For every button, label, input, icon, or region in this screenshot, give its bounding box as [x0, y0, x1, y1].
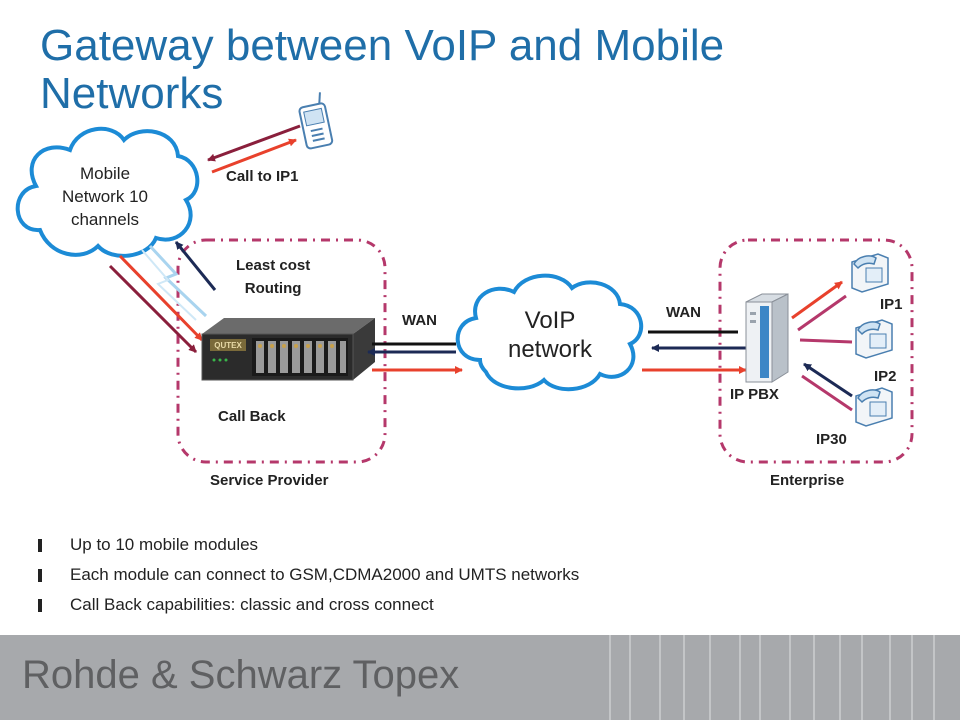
call-to-ip1-label: Call to IP1 — [226, 168, 299, 185]
cloud-to-gateway-arrow-red — [118, 254, 204, 342]
ip-pbx-icon — [745, 293, 789, 383]
feature-list: Up to 10 mobile modules Each module can … — [38, 530, 579, 620]
footer-bar: Rohde & Schwarz Topex — [0, 635, 960, 720]
wan-left-label: WAN — [402, 312, 437, 329]
ip30-to-pbx-dark-arrow — [803, 362, 853, 398]
desk-phone-ip2-icon — [855, 319, 893, 359]
list-item: Each module can connect to GSM,CDMA2000 … — [38, 560, 579, 590]
device-brand-label: QUTEX — [214, 341, 242, 350]
radio-link-icon — [148, 244, 208, 318]
footer-brand: Rohde & Schwarz Topex — [22, 653, 460, 697]
enterprise-label: Enterprise — [770, 472, 845, 489]
network-diagram: QUTEX — [15, 92, 914, 464]
wan-right-label: WAN — [666, 304, 701, 321]
bullet-marker-icon — [38, 599, 42, 612]
call-back-label: Call Back — [218, 408, 286, 425]
ip1-label: IP1 — [880, 296, 903, 313]
cloud-to-gateway-arrow-maroon — [108, 264, 198, 354]
pbx-to-ip1-red-arrow — [791, 280, 843, 320]
ip-pbx-label: IP PBX — [730, 386, 779, 403]
gateway-device: QUTEX — [201, 318, 375, 381]
service-provider-label: Service Provider — [210, 472, 329, 489]
bullet-marker-icon — [38, 569, 42, 582]
mobile-network-label: Mobile Network 10 channels — [62, 164, 148, 229]
bullet-marker-icon — [38, 539, 42, 552]
list-item: Call Back capabilities: classic and cros… — [38, 590, 579, 620]
pbx-to-ip2-line — [799, 338, 853, 344]
least-cost-arrow — [174, 241, 217, 291]
least-cost-routing-label: Least cost Routing — [236, 257, 311, 297]
mobile-phone-icon — [298, 92, 334, 150]
voip-network-label: VoIP network — [507, 307, 593, 363]
desk-phone-ip1-icon — [851, 253, 889, 293]
mobile-network-cloud — [15, 126, 200, 258]
pbx-to-ip1-line — [797, 294, 847, 332]
phone-to-cloud-arrow — [207, 124, 301, 162]
page-title: Gateway between VoIP and Mobile Networks — [40, 21, 725, 118]
ip30-label: IP30 — [816, 431, 847, 448]
footer-stripes — [609, 635, 935, 720]
enterprise-boundary — [718, 238, 914, 464]
list-item: Up to 10 mobile modules — [38, 530, 579, 560]
ip2-label: IP2 — [874, 368, 897, 385]
desk-phone-ip30-icon — [855, 387, 893, 427]
pbx-to-ip30-line — [801, 374, 853, 412]
cloud-to-phone-arrow — [211, 138, 297, 174]
voip-network-cloud — [455, 273, 644, 392]
